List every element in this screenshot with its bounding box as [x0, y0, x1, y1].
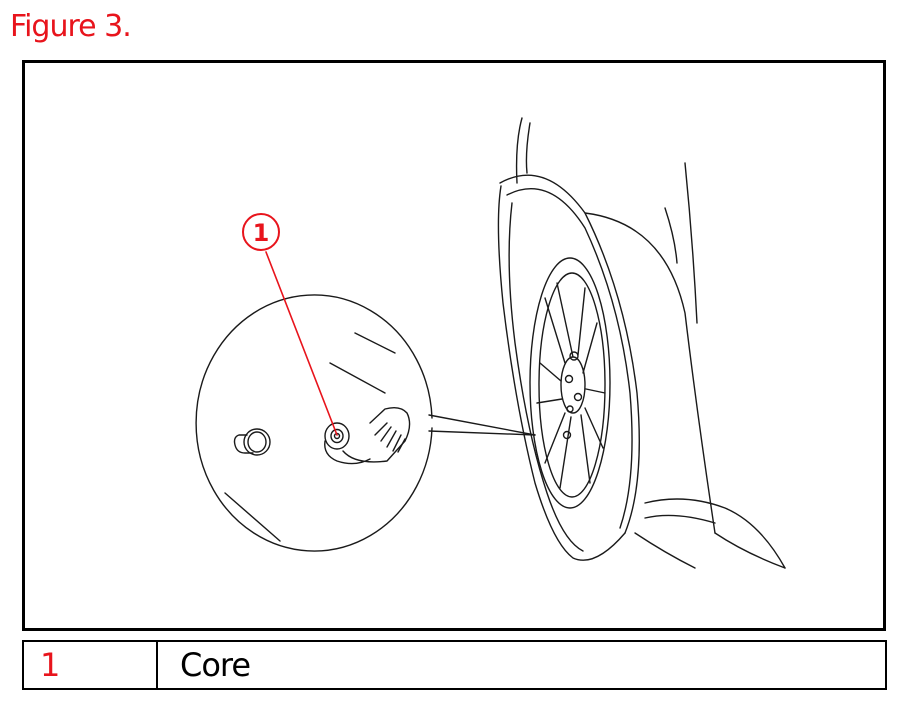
valve-cap-icon — [233, 428, 271, 456]
tire-valve-illustration: 1 — [195, 117, 786, 569]
callout-number: 1 — [253, 219, 270, 247]
legend-table: 1 Core — [22, 640, 887, 690]
illustration-frame: 1 — [22, 60, 886, 631]
wheel-icon — [497, 185, 786, 569]
magnified-detail-circle — [195, 294, 536, 552]
legend-row-number: 1 — [24, 642, 158, 688]
vehicle-fender — [499, 117, 786, 569]
valve-stem-icon — [324, 406, 411, 465]
figure-title: Figure 3. — [10, 9, 132, 44]
callout-circle-icon — [242, 213, 280, 251]
legend-row-label: Core — [180, 646, 251, 684]
callout-leader-line — [265, 251, 338, 436]
